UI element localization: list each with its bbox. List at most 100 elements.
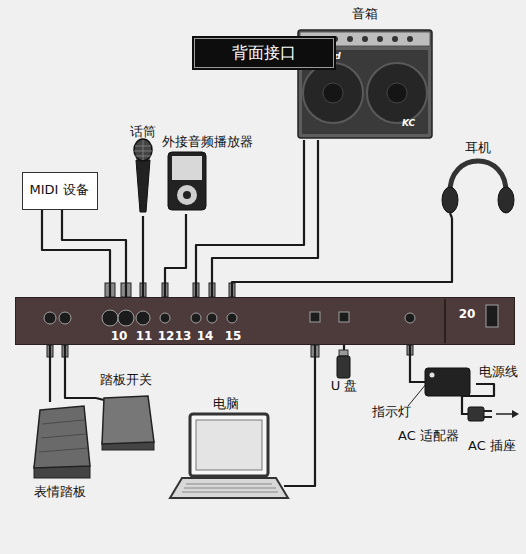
device-label: AC 插座 bbox=[468, 438, 516, 454]
cable bbox=[196, 140, 304, 297]
ac-adapter-illustration bbox=[425, 368, 470, 396]
device-label: 表情踏板 bbox=[0, 484, 120, 500]
usb-memory-illustration bbox=[339, 350, 348, 356]
usb-memory: U 盘 bbox=[326, 350, 362, 394]
cable bbox=[42, 210, 110, 297]
audio-player-illustration bbox=[168, 152, 206, 210]
pedal-switch-illustration bbox=[96, 398, 104, 400]
computer-illustration bbox=[190, 414, 268, 476]
microphone: 话筒 bbox=[126, 124, 160, 216]
cable bbox=[232, 218, 452, 297]
device-label: 踏板开关 bbox=[66, 372, 186, 388]
headphones-illustration bbox=[450, 213, 452, 218]
callout-number: 15 bbox=[173, 329, 293, 344]
device-label: 音箱 bbox=[305, 6, 425, 22]
cable bbox=[62, 210, 126, 297]
pedal-switch: 踏板开关 bbox=[96, 372, 160, 454]
rear-panel: 10111213141520 bbox=[15, 297, 515, 345]
cable-plug bbox=[105, 283, 115, 297]
device-label: AC 适配器 bbox=[398, 428, 459, 444]
ac-adapter-illustration bbox=[410, 360, 425, 382]
callout-number: 14 bbox=[145, 329, 265, 344]
usb-memory-illustration bbox=[337, 350, 350, 378]
pedal-switch-illustration bbox=[96, 396, 154, 450]
expression-pedal-illustration bbox=[34, 466, 90, 478]
speaker-illustration bbox=[392, 36, 398, 42]
cable-plug bbox=[407, 345, 413, 355]
speaker-illustration bbox=[377, 36, 383, 42]
audio-player: 外接音频播放器 bbox=[160, 134, 256, 214]
cable-plug bbox=[209, 283, 215, 297]
pedal-switch-illustration bbox=[102, 442, 154, 450]
computer-illustration bbox=[170, 414, 288, 498]
speaker-illustration bbox=[362, 36, 368, 42]
expression-pedal: 表情踏板 bbox=[28, 402, 92, 500]
computer-illustration bbox=[196, 420, 262, 470]
headphones-illustration bbox=[498, 187, 514, 213]
device-label: MIDI 设备 bbox=[0, 182, 119, 198]
expression-pedal-illustration bbox=[34, 406, 90, 478]
cable-plug bbox=[62, 345, 68, 357]
device-label: 指示灯 bbox=[372, 404, 411, 420]
headphones-illustration bbox=[442, 161, 514, 218]
expression-pedal-illustration bbox=[39, 420, 88, 452]
ac-plug-illustration bbox=[462, 404, 519, 421]
ac-plug-illustration bbox=[484, 411, 492, 417]
cable-plug bbox=[47, 345, 53, 357]
headphones: 耳机 bbox=[438, 140, 518, 218]
ac-adapter-illustration bbox=[408, 360, 470, 406]
microphone-illustration bbox=[134, 139, 152, 212]
diagram-title: 背面接口 bbox=[194, 38, 334, 68]
cable-plug bbox=[311, 345, 319, 357]
brand-label: KC bbox=[402, 118, 415, 129]
cable bbox=[212, 140, 318, 297]
computer-illustration bbox=[182, 484, 278, 492]
cable-plug bbox=[140, 283, 146, 297]
midi-device-box: MIDI 设备 bbox=[22, 172, 98, 210]
ac-adapter-illustration bbox=[430, 373, 435, 378]
headphones-illustration bbox=[450, 161, 506, 194]
cable bbox=[343, 345, 345, 350]
device-label: 外接音频播放器 bbox=[162, 134, 253, 150]
cable bbox=[49, 345, 51, 402]
microphone-illustration bbox=[136, 160, 150, 212]
microphone-illustration bbox=[134, 140, 152, 160]
cable-plug bbox=[121, 283, 131, 297]
device-label: 耳机 bbox=[418, 140, 526, 156]
cable bbox=[409, 345, 411, 360]
device-label: U 盘 bbox=[284, 378, 404, 394]
speaker-illustration bbox=[347, 36, 353, 42]
speaker-illustration bbox=[387, 83, 407, 103]
cable-plug bbox=[193, 283, 199, 297]
audio-player-illustration bbox=[183, 191, 191, 199]
computer: 电脑 bbox=[168, 394, 284, 502]
cable-label: 电源线 bbox=[479, 364, 518, 380]
speaker-illustration bbox=[407, 36, 413, 42]
headphones-illustration bbox=[442, 187, 458, 213]
ac-plug-illustration bbox=[468, 407, 484, 421]
cable bbox=[462, 384, 494, 404]
cable bbox=[165, 214, 186, 297]
cable-plug bbox=[162, 283, 168, 297]
device-label: 电脑 bbox=[166, 396, 286, 412]
microphone-illustration bbox=[134, 139, 152, 161]
speaker-illustration bbox=[323, 83, 343, 103]
speaker-illustration bbox=[303, 63, 363, 123]
pedal-switch-illustration bbox=[102, 396, 154, 444]
cable bbox=[65, 345, 96, 398]
cable bbox=[284, 345, 315, 486]
callout-number: 20 bbox=[407, 307, 526, 322]
computer-illustration bbox=[170, 478, 288, 498]
speaker-unit: 音箱RolandKC bbox=[296, 6, 434, 140]
cable bbox=[142, 216, 144, 297]
ac-plug-illustration bbox=[496, 413, 512, 415]
expression-pedal-illustration bbox=[34, 406, 90, 468]
audio-player-illustration bbox=[172, 156, 202, 180]
ac-plug-illustration bbox=[462, 404, 468, 414]
cable-plug bbox=[229, 283, 235, 297]
speaker-illustration bbox=[367, 63, 427, 123]
usb-memory-illustration bbox=[337, 356, 350, 378]
ac-adapter: 指示灯 AC 适配器 bbox=[368, 360, 476, 450]
audio-player-illustration bbox=[177, 185, 197, 205]
